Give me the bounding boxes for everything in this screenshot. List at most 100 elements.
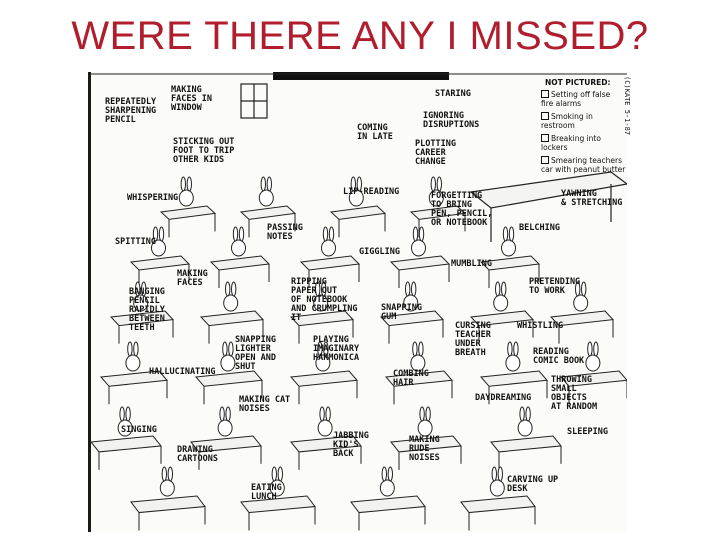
label-sticking-out-foot: STICKING OUT FOOT TO TRIP OTHER KIDS [173, 137, 235, 165]
student-ear [321, 281, 327, 297]
student-head [505, 354, 521, 372]
student-head [489, 479, 505, 497]
cartoon-signature: (C)KATE 5-1-87 [623, 76, 631, 136]
label-reading-comic: READING COMIC BOOK [533, 347, 585, 366]
label-rude-noises: MAKING RUDE NOISES [409, 435, 440, 463]
not-pictured-item: Setting off false fire alarms [541, 90, 611, 108]
student-ear [271, 466, 278, 482]
student-ear [135, 281, 141, 297]
window [240, 83, 268, 119]
student-head [573, 294, 589, 312]
student-ear [387, 466, 393, 482]
student-ear [491, 466, 497, 482]
student-ear [266, 176, 273, 192]
student-ear [507, 341, 513, 357]
student-desk [129, 255, 191, 271]
student-head [217, 419, 233, 437]
label-mumbling: MUMBLING [451, 259, 492, 269]
student-ear [315, 281, 321, 297]
student-ear [418, 226, 425, 242]
not-pictured-heading: NOT PICTURED: [545, 78, 611, 87]
student-desk [389, 255, 451, 271]
student-head [428, 189, 444, 207]
label-ripping-paper: RIPPING PAPER OUT OF NOTEBOOK AND CRUMPL… [291, 277, 358, 323]
student-ear [581, 281, 587, 297]
student-head [417, 419, 433, 437]
student-head [178, 189, 194, 207]
student-ear [411, 281, 417, 297]
student-ear [119, 406, 125, 422]
student-head [220, 354, 236, 372]
student-desk [460, 495, 536, 514]
classroom-drawing [91, 72, 627, 531]
student-ear [587, 341, 593, 357]
student-ear [513, 341, 519, 357]
student-head [269, 479, 285, 497]
student-head [231, 239, 246, 257]
label-coming-in-late: COMING IN LATE [357, 123, 393, 142]
student-ear [350, 176, 356, 192]
label-belching: BELCHING [519, 223, 560, 233]
label-throwing-objects: THROWING SMALL OBJECTS AT RANDOM [551, 375, 598, 412]
student-ear [425, 406, 431, 422]
student-desk [199, 310, 265, 327]
label-repeatedly-sharpening: REPEATEDLY SHARPENING PENCIL [105, 97, 157, 125]
label-snapping-gum: SNAPPING GUM [381, 303, 422, 322]
student-ear [228, 341, 234, 357]
student-ear [161, 466, 168, 482]
label-lip-reading: LIP-READING [343, 187, 400, 197]
student-ear [231, 281, 237, 297]
student-desk [91, 435, 162, 453]
student-ear [222, 341, 228, 357]
student-ear [519, 406, 525, 422]
student-ear [225, 281, 231, 297]
label-carving-desk: CARVING UP DESK [507, 475, 559, 494]
student-desk [289, 370, 359, 387]
student-ear [405, 281, 411, 297]
label-whispering: WHISPERING [127, 193, 179, 203]
slide-title: WERE THERE ANY I MISSED? [71, 14, 649, 58]
student-ear [225, 406, 231, 422]
label-passing-notes: PASSING NOTES [267, 223, 303, 242]
student-ear [180, 176, 187, 192]
label-forgetting: FORGETTING TO BRING PEN, PENCIL, OR NOTE… [431, 191, 493, 228]
student-ear [158, 226, 165, 242]
student-ear [497, 466, 503, 482]
student-head [403, 294, 419, 312]
student-ear [575, 281, 581, 297]
student-ear [430, 176, 436, 192]
teacher-desk [469, 171, 627, 242]
label-singing: SINGING [121, 425, 157, 435]
student-ear [502, 226, 509, 242]
label-making-cat-noises: MAKING CAT NOISES [239, 395, 291, 414]
student-head [151, 239, 166, 257]
student-ear [412, 226, 419, 242]
label-jabbing: JABBING KID'S BACK [333, 431, 369, 459]
student-ear [277, 466, 284, 482]
student-desk [209, 255, 271, 271]
student-desk [350, 495, 426, 514]
student-ear [232, 226, 239, 242]
student-ear [593, 341, 599, 357]
student-desk [299, 255, 361, 271]
student-ear [322, 226, 329, 242]
student-head [223, 294, 239, 312]
student-head [133, 294, 149, 312]
student-ear [186, 176, 193, 192]
student-ear [381, 466, 387, 482]
student-desk [479, 370, 549, 387]
student-head [125, 354, 141, 372]
student-head [501, 239, 516, 257]
label-giggling: GIGGLING [359, 247, 400, 257]
student-head [317, 419, 333, 437]
student-ear [495, 281, 501, 297]
student-desk [130, 495, 206, 514]
label-banging-pencil: BANGING PENCIL RAPIDLY BETWEEN TEETH [129, 287, 165, 333]
student-ear [141, 281, 147, 297]
label-cursing-teacher: CURSING TEACHER UNDER BREATH [455, 321, 491, 358]
student-ear [317, 341, 323, 357]
student-ear [325, 406, 331, 422]
label-eating-lunch: EATING LUNCH [251, 483, 282, 502]
label-playing-harmonica: PLAYING IMAGINARY HARMONICA [313, 335, 360, 363]
label-ignoring: IGNORING DISRUPTIONS [423, 111, 480, 130]
